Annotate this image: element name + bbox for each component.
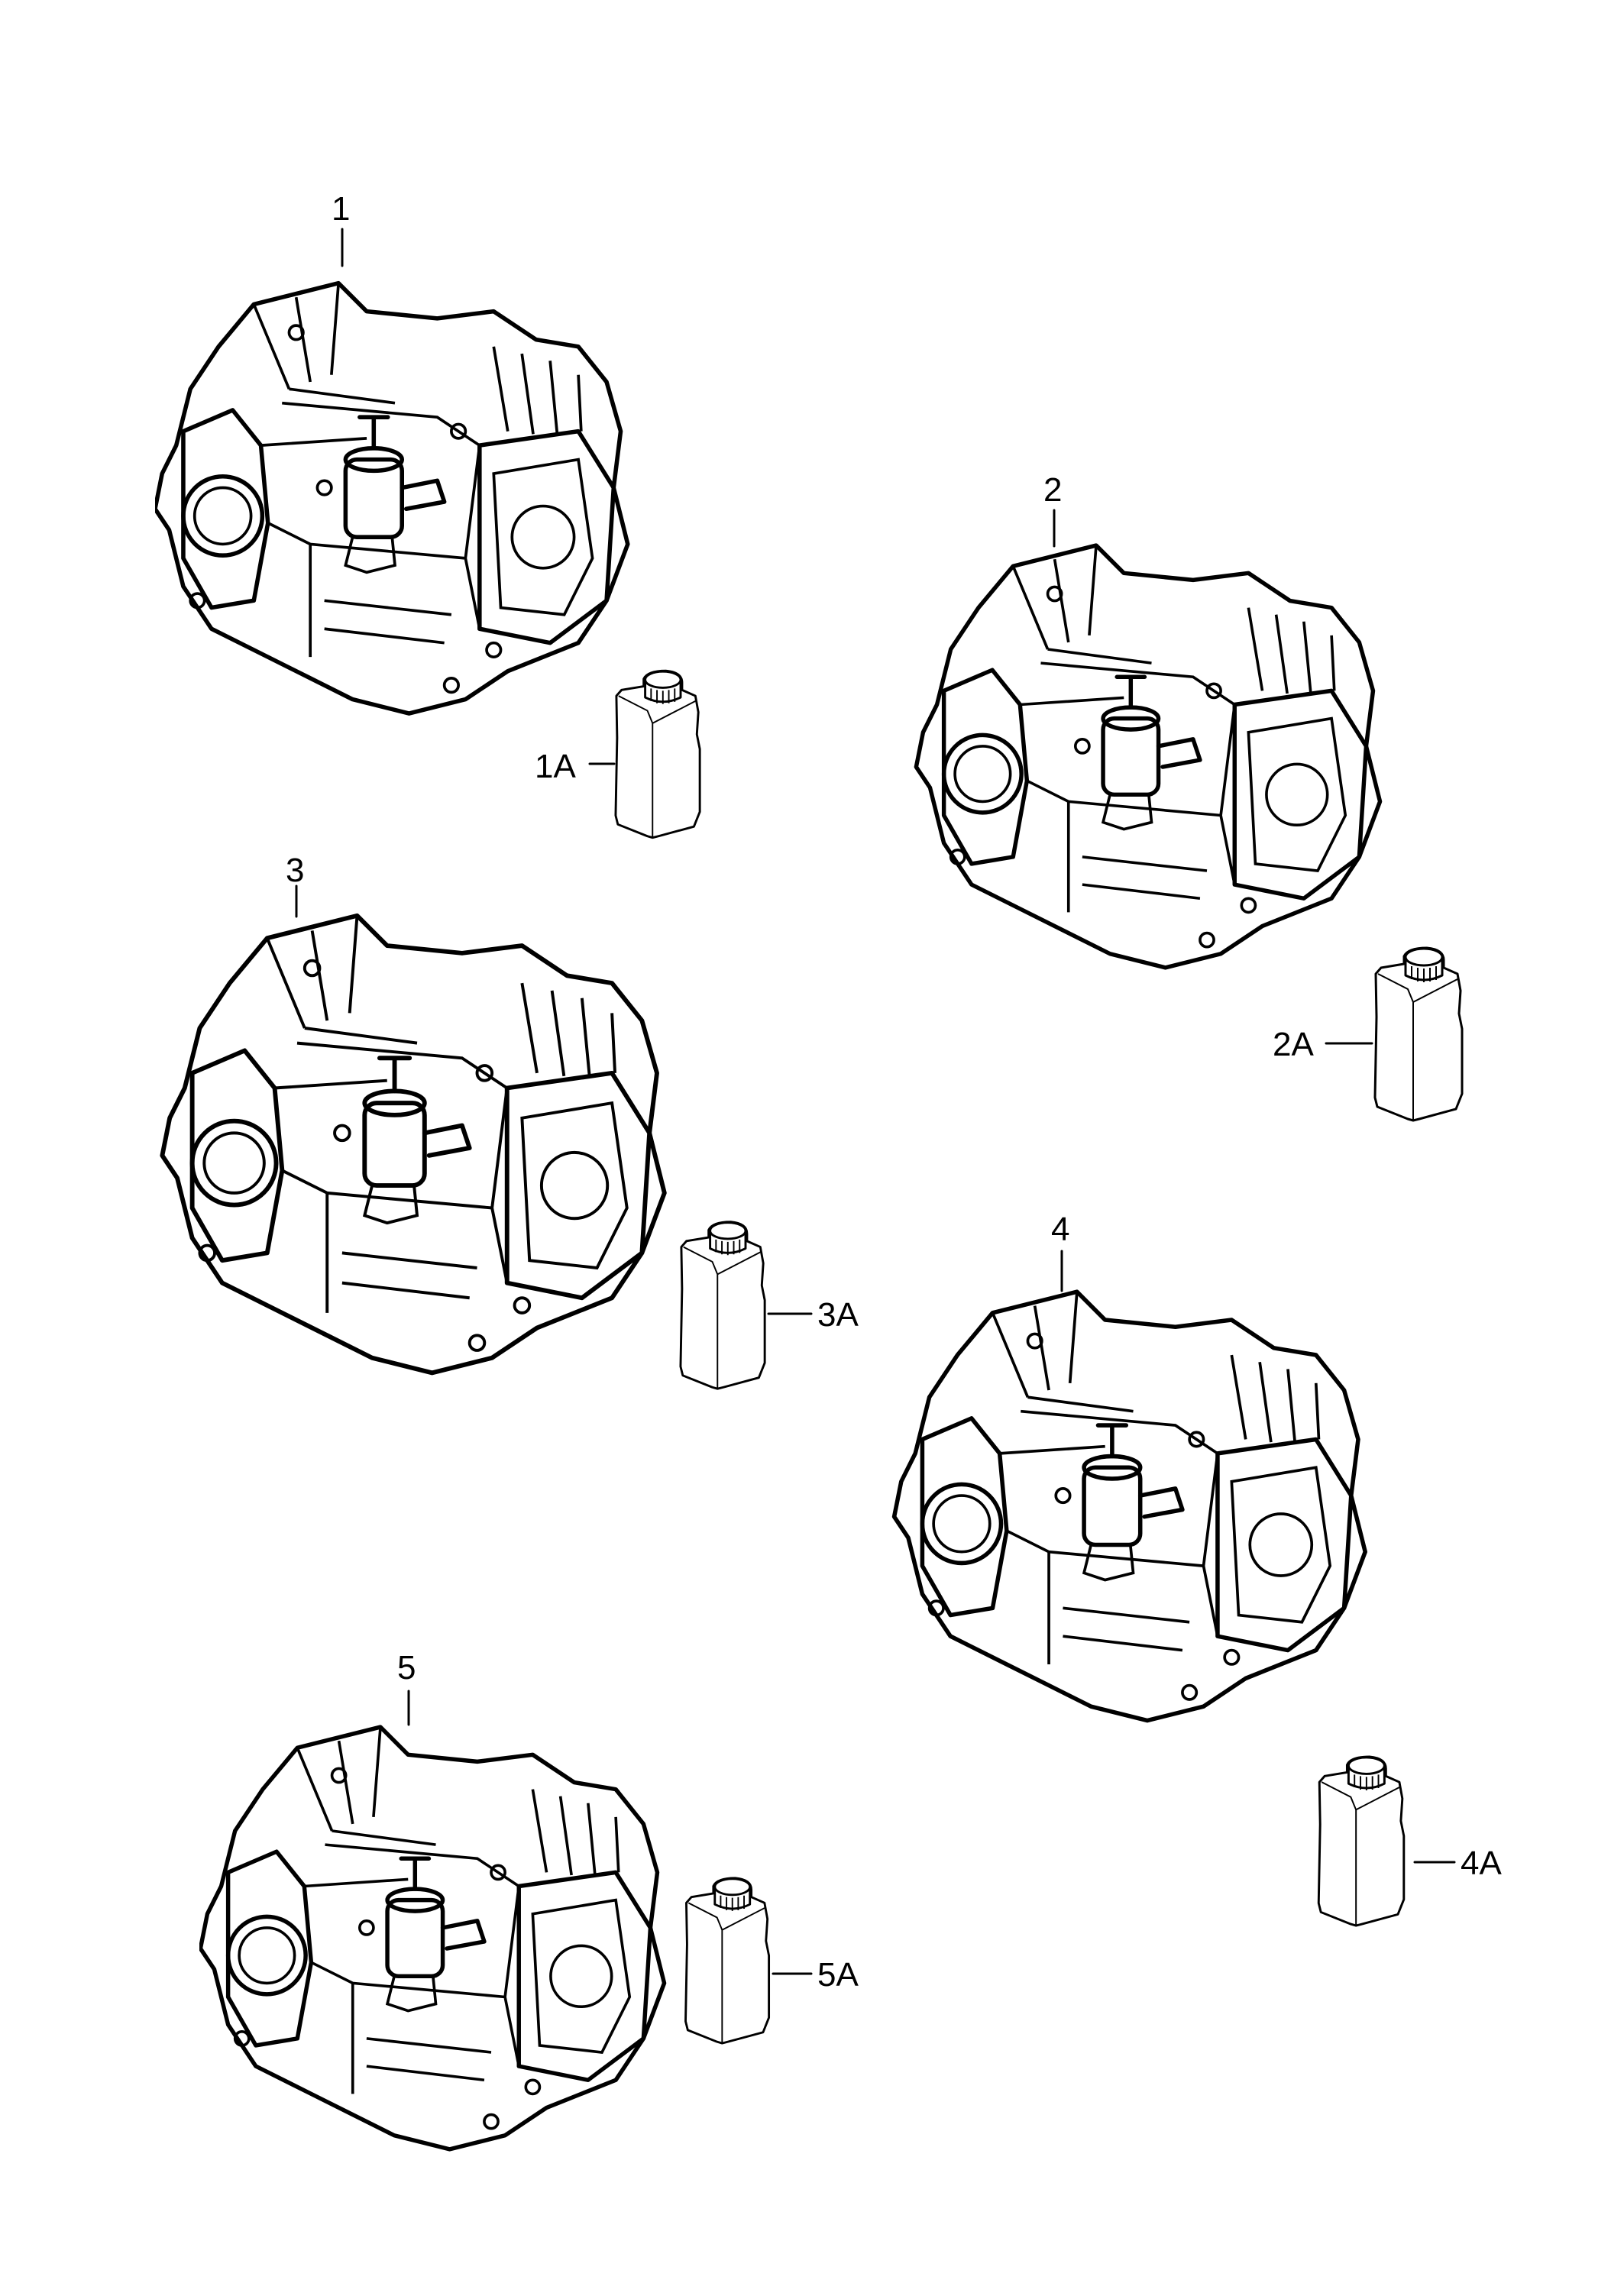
part-label-4: 4 — [1051, 1211, 1070, 1248]
part-label-3: 3 — [286, 852, 305, 889]
oil-bottle-4a[interactable] — [1317, 1755, 1406, 1927]
transmission-1[interactable] — [155, 283, 628, 713]
transmission-2[interactable] — [916, 545, 1380, 968]
part-label-2: 2 — [1043, 471, 1063, 509]
part-label-5a: 5A — [817, 1956, 859, 1994]
part-label-1a: 1A — [535, 748, 576, 785]
part-label-4a: 4A — [1461, 1845, 1502, 1882]
part-label-3a: 3A — [817, 1296, 859, 1334]
oil-bottle-1a[interactable] — [614, 669, 701, 839]
part-label-1: 1 — [332, 190, 351, 228]
oil-bottle-2a[interactable] — [1373, 946, 1464, 1122]
transmission-3[interactable] — [162, 916, 664, 1373]
part-label-2a: 2A — [1273, 1026, 1314, 1063]
part-label-5: 5 — [397, 1649, 416, 1686]
oil-bottle-5a[interactable] — [684, 1877, 771, 2045]
transmission-5[interactable] — [200, 1727, 664, 2149]
transmission-4[interactable] — [894, 1292, 1366, 1720]
oil-bottle-3a[interactable] — [679, 1221, 766, 1390]
